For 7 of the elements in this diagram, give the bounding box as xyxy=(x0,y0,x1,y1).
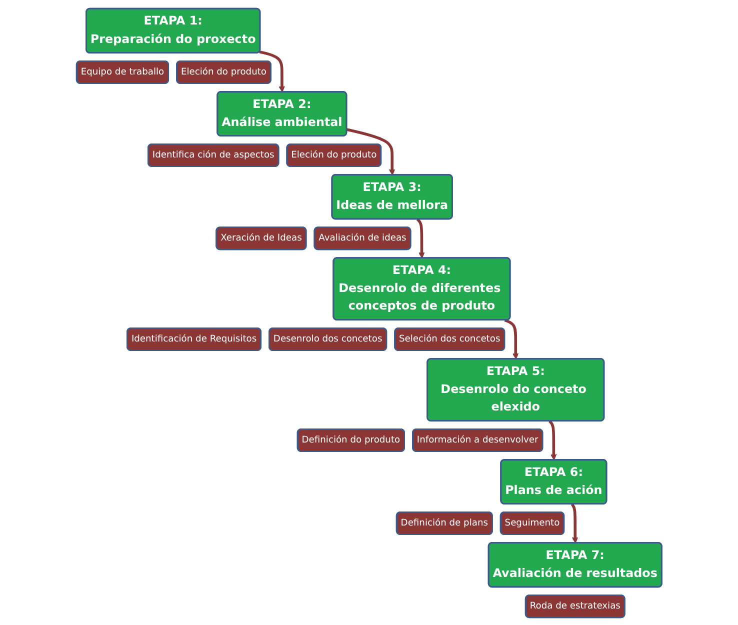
arrow xyxy=(570,502,578,543)
arrow xyxy=(504,318,518,359)
arrow xyxy=(548,420,557,460)
arrow xyxy=(416,218,425,258)
flowchart: ETAPA 1: Preparación do proxecto Equipo de traballo Eleción do produto ETAPA 2: Análise ambiental Identifica ción de aspectos Eleción do produto ETAPA 3: Ideas de mellora Xeración de Ideas Avaliación de ideas ETAPA 4: Desenrolo de diferentes conceptos de produto Identificación de Requisitos Desenrolo dos concetos Seleción dos concetos ETAPA 5: Desenrolo do conceto elexido Definición do produto Información a desenvolver ETAPA 6: Plans de ación Definición de plans Seguimento ETAPA 7: Avaliación de resultados Roda de estratexias xyxy=(70,2,668,622)
arrow xyxy=(259,50,285,92)
arrow xyxy=(346,128,395,175)
